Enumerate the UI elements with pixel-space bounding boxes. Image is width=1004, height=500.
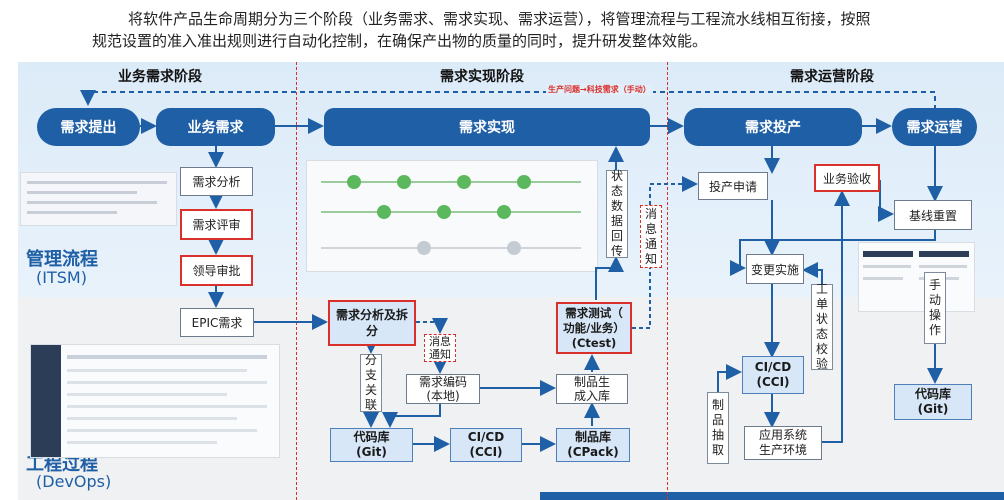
step-artifact-generate-store-line-2: 成入库 [573, 389, 610, 403]
step-ops-code-repo-git-line-1: 代码库 [914, 387, 951, 401]
step-message-notify-a-line-1: 消息 [429, 335, 451, 348]
step-change-implementation[interactable]: 变更实施 [746, 254, 804, 284]
lane-sub-itsm: (ITSM) [36, 268, 87, 287]
phase-divider-2 [667, 62, 668, 500]
step-ops-cicd-cci[interactable]: CI/CD (CCI) [742, 356, 804, 394]
intro-line-2: 规范设置的准入准出规则进行自动化控制，在确保产出物的质量的同时，提升研发整体效能… [92, 32, 708, 50]
step-business-acceptance[interactable]: 业务验收 [814, 164, 880, 192]
step-deploy-request[interactable]: 投产申请 [698, 172, 768, 200]
step-requirement-review[interactable]: 需求评审 [180, 209, 253, 240]
step-baseline-reset[interactable]: 基线重置 [894, 200, 972, 230]
step-status-data-return[interactable]: 状态数据回传 [606, 169, 628, 258]
node-business[interactable]: 业务需求 [156, 108, 275, 146]
step-leader-approval[interactable]: 领导审批 [180, 255, 253, 286]
step-analysis-split-line-2: 分 [365, 324, 378, 338]
step-requirement-test-line-1: 需求测试（ [565, 305, 623, 320]
step-code-repo-git-line-2: (Git) [356, 445, 387, 459]
devops-screenshot-thumbnail [30, 344, 280, 458]
step-artifact-lib-cpack-line-1: 制品库 [574, 430, 611, 444]
step-coding-local[interactable]: 需求编码 (本地) [406, 374, 480, 404]
step-message-notify-a[interactable]: 消息 通知 [424, 334, 456, 362]
phase-title-business: 业务需求阶段 [118, 69, 202, 85]
step-code-repo-git-line-1: 代码库 [353, 430, 390, 444]
phase-title-implement: 需求实现阶段 [440, 69, 524, 85]
step-cicd-cci[interactable]: CI/CD (CCI) [450, 428, 522, 462]
step-ops-code-repo-git[interactable]: 代码库 (Git) [894, 384, 972, 420]
phase-divider-1 [296, 62, 297, 500]
step-app-prod-env-line-2: 生产环境 [758, 443, 807, 457]
step-cicd-cci-line-1: CI/CD [467, 430, 505, 444]
step-ops-cicd-cci-line-2: (CCI) [756, 375, 790, 389]
step-app-prod-env-line-1: 应用系统 [758, 428, 807, 442]
step-message-notify-a-line-2: 通知 [429, 348, 451, 361]
feedback-loop-label: 生产问题→科技需求（手动） [546, 84, 653, 95]
step-manual-operation[interactable]: 手动操作 [924, 272, 946, 344]
step-app-prod-env[interactable]: 应用系统 生产环境 [744, 426, 822, 460]
step-artifact-generate-store-line-1: 制品生 [573, 375, 610, 389]
node-operate[interactable]: 需求运营 [892, 108, 977, 146]
step-artifact-fetch[interactable]: 制品抽取 [707, 392, 729, 464]
lane-title-itsm: 管理流程 [26, 249, 98, 270]
node-implement[interactable]: 需求实现 [324, 108, 650, 146]
bottom-accent-bar [540, 492, 1004, 500]
itsm-screenshot-thumbnail [20, 172, 177, 226]
step-ops-cicd-cci-line-1: CI/CD [754, 360, 792, 374]
step-analysis-split-line-1: 需求分析及拆 [335, 308, 408, 322]
node-submit[interactable]: 需求提出 [37, 108, 140, 146]
step-requirement-test-line-3: (Ctest) [571, 335, 617, 350]
step-requirement-test-line-2: 功能/业务） [563, 320, 625, 335]
step-coding-local-line-2: (本地) [426, 389, 460, 403]
step-requirement-analysis[interactable]: 需求分析 [180, 167, 253, 196]
step-code-repo-git[interactable]: 代码库 (Git) [330, 428, 413, 462]
step-artifact-lib-cpack-line-2: (CPack) [567, 445, 619, 459]
node-deploy[interactable]: 需求投产 [684, 108, 862, 146]
step-analysis-split[interactable]: 需求分析及拆 分 [328, 300, 416, 346]
lane-title-devops: 工程过程 [26, 454, 98, 475]
step-message-notify-b[interactable]: 消息通知 [640, 205, 662, 268]
pipeline-screenshot-thumbnail [306, 160, 598, 272]
phase-title-operate: 需求运营阶段 [790, 69, 874, 85]
step-ops-code-repo-git-line-2: (Git) [917, 402, 949, 416]
step-requirement-test[interactable]: 需求测试（ 功能/业务） (Ctest) [556, 302, 632, 354]
step-coding-local-line-1: 需求编码 [418, 375, 467, 389]
step-artifact-generate-store[interactable]: 制品生 成入库 [556, 374, 628, 404]
step-artifact-lib-cpack[interactable]: 制品库 (CPack) [556, 428, 630, 462]
intro-line-1: 将软件产品生命周期分为三个阶段（业务需求、需求实现、需求运营），将管理流程与工程… [128, 10, 871, 28]
step-branch-link[interactable]: 分支关联 [360, 353, 382, 412]
step-epic-requirement[interactable]: EPIC需求 [180, 308, 254, 337]
step-cicd-cci-line-2: (CCI) [469, 445, 503, 459]
lane-sub-devops: (DevOps) [36, 472, 112, 491]
step-ticket-status-check[interactable]: 工单状态校验 [811, 282, 833, 371]
ops-screenshot-thumbnail [858, 242, 975, 312]
